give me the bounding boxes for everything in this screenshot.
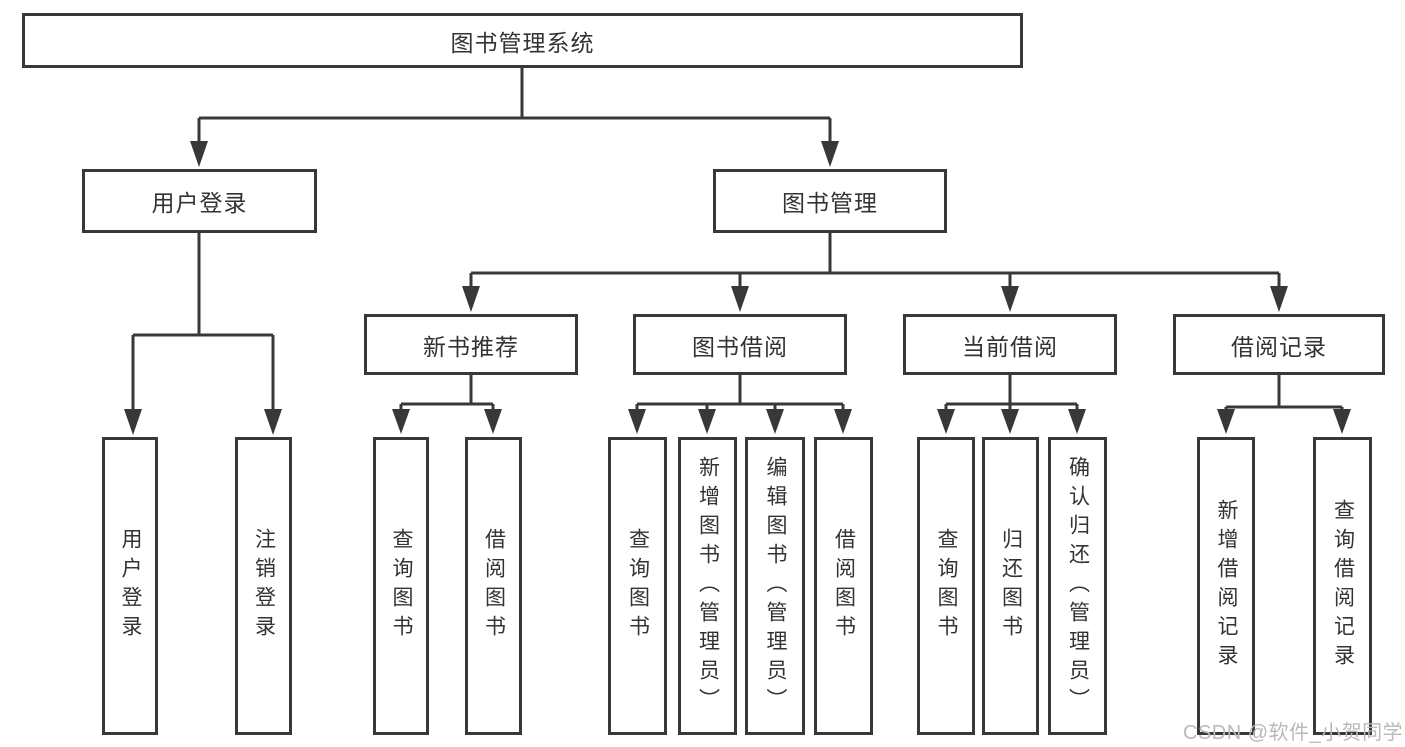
arrowhead-icon bbox=[731, 286, 749, 312]
leaf-borrow-borrow-books: 借阅图书 bbox=[814, 437, 873, 735]
node-user-login: 用户登录 bbox=[82, 169, 317, 233]
arrowhead-icon bbox=[628, 409, 646, 434]
node-label: 查询图书 bbox=[390, 528, 413, 644]
leaf-logout: 注销登录 bbox=[235, 437, 292, 735]
connector-root-to-level2 bbox=[190, 68, 839, 167]
node-label: 归还图书 bbox=[999, 528, 1023, 644]
node-label: 当前借阅 bbox=[962, 333, 1058, 360]
arrowhead-icon bbox=[392, 409, 410, 434]
leaf-user-login: 用户登录 bbox=[102, 437, 158, 735]
arrowhead-icon bbox=[1270, 286, 1288, 312]
node-label: 图书管理系统 bbox=[450, 29, 595, 56]
arrowhead-icon bbox=[821, 141, 839, 167]
arrowhead-icon bbox=[462, 286, 480, 312]
leaf-current-return-books: 归还图书 bbox=[982, 437, 1039, 735]
node-label: 借阅图书 bbox=[482, 528, 506, 644]
node-label: 借阅图书 bbox=[832, 528, 856, 644]
leaf-records-add-record: 新增借阅记录 bbox=[1197, 437, 1255, 735]
node-new-book-recommendation: 新书推荐 bbox=[364, 314, 578, 375]
node-label: 用户登录 bbox=[151, 190, 248, 216]
arrowhead-icon bbox=[484, 409, 502, 434]
node-label: 查询借阅记录 bbox=[1331, 499, 1355, 673]
node-label: 查询图书 bbox=[626, 528, 650, 644]
arrowhead-icon bbox=[264, 409, 282, 435]
connector-current-to-leaves bbox=[937, 375, 1086, 434]
arrowhead-icon bbox=[937, 409, 955, 434]
node-label: 图书借阅 bbox=[692, 333, 788, 360]
node-label: 新增借阅记录 bbox=[1215, 499, 1238, 673]
connector-recommend-to-leaves bbox=[392, 375, 502, 434]
connector-borrow-to-leaves bbox=[628, 375, 852, 434]
leaf-recommend-query-books: 查询图书 bbox=[373, 437, 429, 735]
node-label: 用户登录 bbox=[119, 528, 142, 644]
leaf-current-query-books: 查询图书 bbox=[917, 437, 975, 735]
node-label: 查询图书 bbox=[935, 528, 958, 644]
leaf-current-confirm-return-admin: 确认归还（管理员） bbox=[1048, 437, 1107, 735]
node-current-borrowing: 当前借阅 bbox=[903, 314, 1117, 375]
arrowhead-icon bbox=[1001, 286, 1019, 312]
arrowhead-icon bbox=[1333, 409, 1351, 434]
node-label: 图书管理 bbox=[782, 190, 878, 216]
connector-login-to-leaves bbox=[124, 233, 282, 435]
leaf-records-query-record: 查询借阅记录 bbox=[1313, 437, 1372, 735]
node-borrowing-records: 借阅记录 bbox=[1173, 314, 1385, 375]
leaf-borrow-edit-books-admin: 编辑图书（管理员） bbox=[745, 437, 805, 735]
node-label: 确认归还（管理员） bbox=[1066, 455, 1090, 717]
node-label: 注销登录 bbox=[252, 528, 276, 644]
connector-management-to-level3 bbox=[462, 233, 1288, 312]
leaf-borrow-query-books: 查询图书 bbox=[608, 437, 667, 735]
node-root-system: 图书管理系统 bbox=[22, 13, 1023, 68]
node-label: 借阅记录 bbox=[1231, 333, 1327, 360]
node-label: 新增图书（管理员） bbox=[696, 455, 720, 717]
node-book-borrowing: 图书借阅 bbox=[633, 314, 847, 375]
arrowhead-icon bbox=[1217, 409, 1235, 434]
arrowhead-icon bbox=[766, 409, 784, 434]
arrowhead-icon bbox=[1068, 409, 1086, 434]
connector-records-to-leaves bbox=[1217, 375, 1351, 434]
arrowhead-icon bbox=[124, 409, 142, 435]
node-book-management: 图书管理 bbox=[713, 169, 947, 233]
node-label: 编辑图书（管理员） bbox=[764, 455, 787, 717]
arrowhead-icon bbox=[190, 141, 208, 167]
leaf-borrow-add-books-admin: 新增图书（管理员） bbox=[678, 437, 737, 735]
node-label: 新书推荐 bbox=[423, 333, 519, 360]
arrowhead-icon bbox=[1001, 409, 1019, 434]
csdn-watermark: CSDN @软件_小贺同学 bbox=[1183, 722, 1404, 744]
arrowhead-icon bbox=[834, 409, 852, 434]
arrowhead-icon bbox=[698, 409, 716, 434]
leaf-recommend-borrow-books: 借阅图书 bbox=[465, 437, 522, 735]
